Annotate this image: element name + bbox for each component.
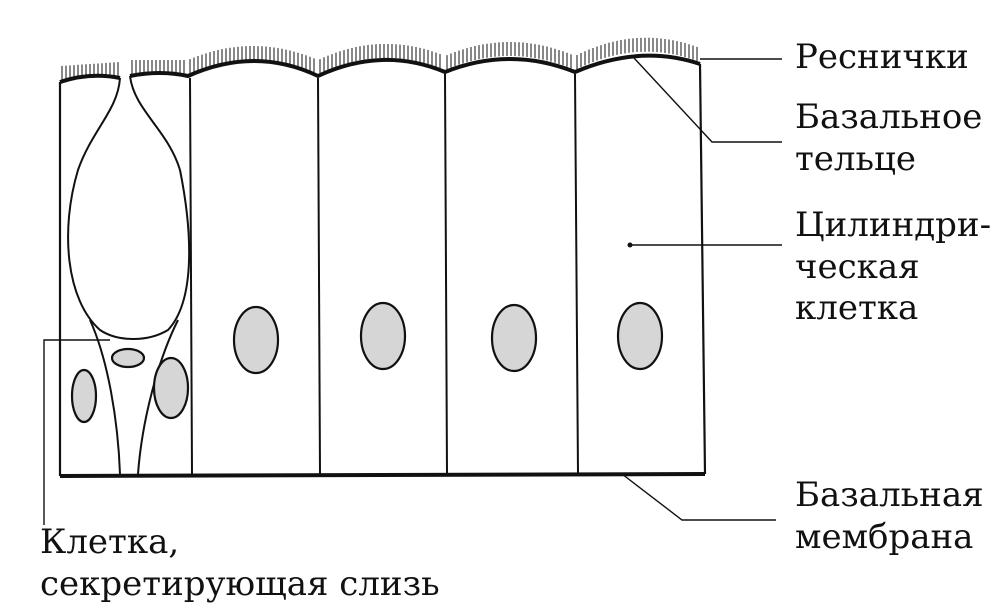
goblet-cell-nucleus: [110, 347, 146, 369]
leader-lines: [43, 57, 782, 525]
label-basal-membrane-line1: Базальная: [795, 475, 984, 515]
goblet-cell: [67, 75, 191, 340]
label-cilia: Реснички: [795, 37, 969, 77]
basal-body-leader: [633, 57, 782, 143]
columnar-cell-nucleus: [359, 301, 407, 371]
basal-cell-nucleus: [70, 368, 98, 424]
label-columnar-cell-line3: клетка: [795, 288, 918, 328]
nuclei: [70, 301, 664, 424]
label-basal-body-line2: тельце: [795, 139, 916, 179]
basal-cell-nucleus: [152, 356, 190, 420]
columnar-cell-nucleus: [616, 301, 664, 371]
label-goblet-cell-line2: секретирующая слизь: [40, 564, 440, 604]
label-basal-membrane-line2: мембрана: [795, 517, 973, 557]
epithelium-outline: [58, 63, 707, 476]
label-columnar-cell-line1: Цилиндри-: [795, 205, 991, 245]
apical-surface: [59, 53, 701, 84]
goblet-cell-leader: [43, 339, 110, 525]
label-columnar-cell-line2: ческая: [795, 247, 920, 287]
columnar-cell-nucleus: [490, 303, 538, 373]
basal-membrane-leader: [621, 473, 776, 521]
columnar-cell-nucleus: [232, 305, 280, 375]
cilia: [61, 37, 698, 80]
label-basal-body-line1: Базальное: [795, 97, 982, 137]
columnar-cell-pointer-dot: [627, 242, 633, 248]
goblet-cell-stalk: [89, 319, 179, 475]
label-goblet-cell-line1: Клетка,: [40, 522, 179, 562]
basal-membrane: [59, 472, 706, 478]
cell-boundaries: [189, 73, 579, 475]
